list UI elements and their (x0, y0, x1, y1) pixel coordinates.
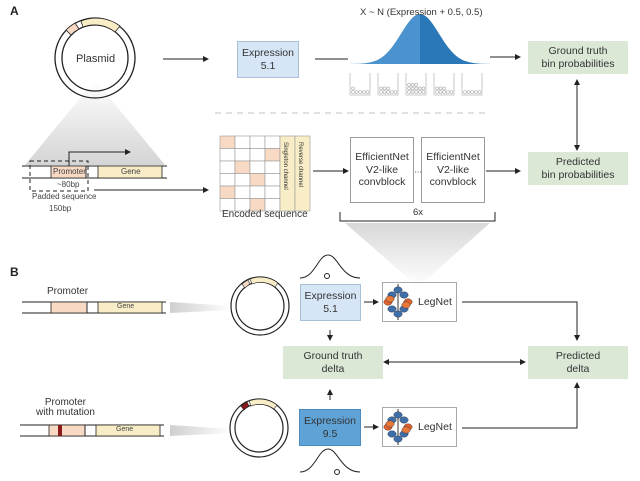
encoded-cell (264, 148, 281, 162)
encoded-cell (219, 160, 236, 174)
plasmid-mutant-icon (229, 398, 289, 458)
encoded-cell (264, 173, 281, 187)
bin-icon (405, 73, 427, 96)
legnet-top-icon (383, 284, 413, 320)
promoter-label-b: Promoter (47, 286, 89, 297)
expression-top-value: 5.1 (323, 302, 338, 315)
expression-top-title: Expression (304, 290, 357, 302)
padded-sequence-label: Padded sequence (32, 192, 97, 201)
encoded-cell (234, 173, 251, 187)
encoded-cell (264, 185, 281, 199)
encoded-cell (234, 135, 251, 149)
zoom-funnel-b (345, 223, 490, 287)
panel-b-label: B (10, 265, 19, 279)
bin-icon (461, 73, 483, 96)
encoded-cell (234, 185, 251, 199)
expression-value: 5.1 (260, 59, 276, 72)
gene-label-b-bottom: Gene (116, 426, 134, 433)
plasmid-icon (54, 17, 136, 99)
predicted-bins-box: Predicted bin probabilities (528, 152, 628, 185)
construct-mutant (20, 424, 164, 437)
expression-bottom-title: Expression (304, 415, 356, 427)
promoter-label-a: Promoter (53, 167, 86, 176)
bin-icon (349, 73, 371, 96)
promoter-length: ~80bp (57, 180, 80, 189)
encoded-cell (249, 148, 266, 162)
padded-sequence-length: 150bp (49, 204, 72, 213)
ground-truth-delta-box: Ground truth delta (283, 346, 383, 379)
predicted-delta-box: Predicted delta (528, 346, 628, 379)
encoded-sequence-label: Encoded sequence (222, 209, 308, 220)
mutant-label: Promoter with mutation (36, 397, 95, 418)
reverse-channel-label: Reverse channel (297, 142, 303, 188)
mutation-marker (58, 425, 62, 436)
gene-label-b-top: Gene (117, 303, 135, 310)
legnet-top-label: LegNet (418, 296, 452, 308)
encoded-cell (219, 148, 236, 162)
ground-truth-bins-box: Ground truth bin probabilities (528, 41, 628, 74)
encoded-cell (219, 185, 236, 199)
convblock-1: EfficientNet V2-like convblock (350, 137, 414, 203)
encoded-cell (249, 185, 266, 199)
encoded-cell (219, 135, 236, 149)
construct-promoter (22, 301, 166, 314)
reverse-channel (294, 135, 311, 212)
bin-icon (377, 73, 399, 96)
encoded-cell (219, 173, 236, 187)
repeat-bracket (339, 212, 496, 222)
encoded-cell (249, 135, 266, 149)
legnet-top-box: LegNet (382, 282, 457, 322)
zoom-funnel-a (25, 80, 165, 165)
encoded-cell (264, 160, 281, 174)
gaussian-distribution-icon (350, 14, 490, 64)
legnet-bottom-box: LegNet (382, 407, 457, 447)
encoded-cell (249, 173, 266, 187)
padded-sequence-box (29, 160, 89, 192)
encoded-cell (264, 135, 281, 149)
plasmid-label: Plasmid (76, 53, 116, 65)
convblock-2: EfficientNet V2-like convblock (421, 137, 485, 203)
bin-icon (433, 73, 455, 96)
construct-a (22, 149, 167, 192)
encoded-cell (249, 160, 266, 174)
gaussian-bottom-icon (299, 448, 361, 473)
encoded-sequence-grid (219, 135, 311, 212)
repeat-label: 6x (413, 207, 424, 218)
sorting-bins (349, 73, 483, 96)
plasmid-top-icon (230, 276, 290, 336)
expression-bottom-value: 9.5 (322, 427, 338, 440)
expression-title: Expression (242, 47, 294, 59)
legnet-bottom-icon (383, 409, 413, 445)
legnet-bottom-label: LegNet (418, 421, 452, 433)
panel-a-label: A (10, 4, 19, 18)
encoded-cell (234, 160, 251, 174)
encoded-cell (234, 148, 251, 162)
gene-label-a: Gene (121, 167, 141, 176)
distribution-label: X ~ N (Expression + 0.5, 0.5) (360, 7, 483, 18)
singleton-channel-label: Singleton channel (282, 142, 288, 190)
gaussian-top-icon (299, 254, 361, 279)
